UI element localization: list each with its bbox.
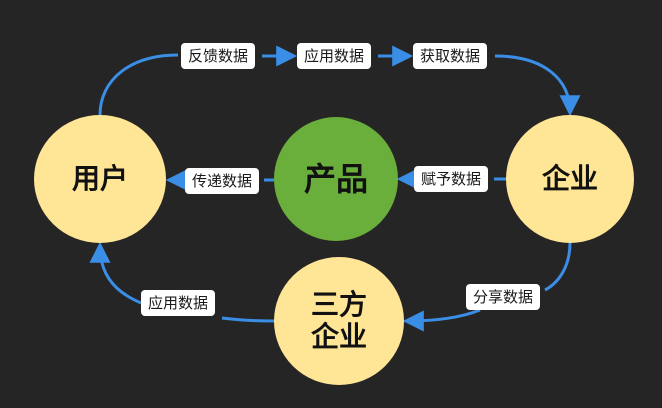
enterprise-node: 企业 xyxy=(506,115,634,243)
arrow-user-to-feedback xyxy=(98,53,179,116)
user-node-label: 用户 xyxy=(71,161,128,195)
arrow-enterprise-to-share xyxy=(544,242,572,292)
third-party-label-line1: 三方 xyxy=(310,287,367,321)
enterprise-node-label: 企业 xyxy=(541,161,598,195)
edge-label-transfer: 传递数据 xyxy=(185,168,260,194)
edge-label-share: 分享数据 xyxy=(466,284,541,310)
edge-label-acquire: 获取数据 xyxy=(413,43,488,69)
third-party-label-line2: 企业 xyxy=(310,320,367,353)
arrow-thirdparty-to-apply xyxy=(221,316,275,323)
arrow-acquire-to-enterprise xyxy=(494,54,581,117)
edge-label-apply-top: 应用数据 xyxy=(297,43,372,69)
third-party-enterprise-node: 三方 企业 xyxy=(274,257,404,385)
product-node-label: 产品 xyxy=(303,159,368,198)
product-node: 产品 xyxy=(274,117,398,241)
arrow-apply-to-user xyxy=(89,241,142,305)
edge-label-apply-bottom: 应用数据 xyxy=(141,290,216,316)
user-node: 用户 xyxy=(34,115,166,243)
edge-label-grant: 赋予数据 xyxy=(414,166,489,192)
edge-label-feedback: 反馈数据 xyxy=(181,43,256,69)
arrow-share-to-thirdparty xyxy=(402,308,481,332)
